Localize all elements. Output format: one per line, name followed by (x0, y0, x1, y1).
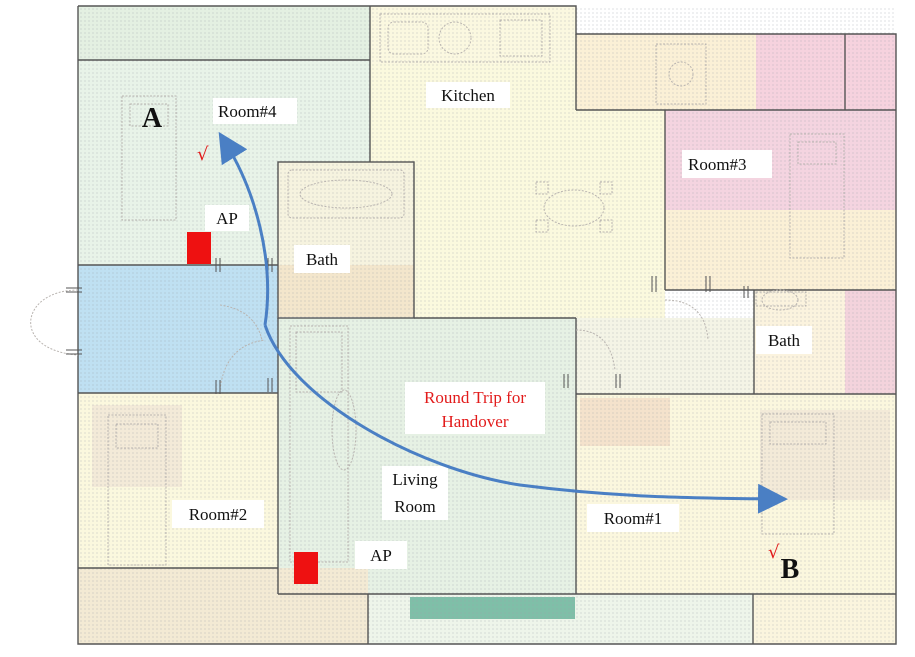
check-mark-b-icon: √ (768, 542, 780, 563)
handover-route-to-b (263, 324, 788, 514)
round-trip-label-line2: Handover (441, 412, 508, 431)
furniture (30, 13, 845, 566)
check-mark-a-icon: √ (197, 144, 209, 165)
point-a-label: A (142, 103, 163, 134)
label-backgrounds (172, 82, 812, 569)
ap-top-label: AP (216, 209, 238, 228)
room3-label: Room#3 (688, 155, 747, 174)
bath-right-label: Bath (768, 331, 801, 350)
room1-label: Room#1 (604, 509, 663, 528)
door-marks (66, 258, 749, 394)
round-trip-label-line1: Round Trip for (424, 388, 526, 407)
walls (77, 5, 897, 645)
bath-top-label: Bath (306, 250, 339, 269)
living-room-label-line1: Living (392, 470, 438, 489)
kitchen-label: Kitchen (441, 86, 495, 105)
handover-route (218, 131, 270, 326)
ap-bottom-label: AP (370, 546, 392, 565)
living-room-label-line2: Room (394, 497, 436, 516)
room4-label: Room#4 (218, 102, 277, 121)
access-point-marker-bottom (294, 552, 318, 584)
access-point-marker-top (187, 232, 211, 264)
room2-label: Room#2 (189, 505, 248, 524)
point-b-label: B (781, 554, 800, 585)
